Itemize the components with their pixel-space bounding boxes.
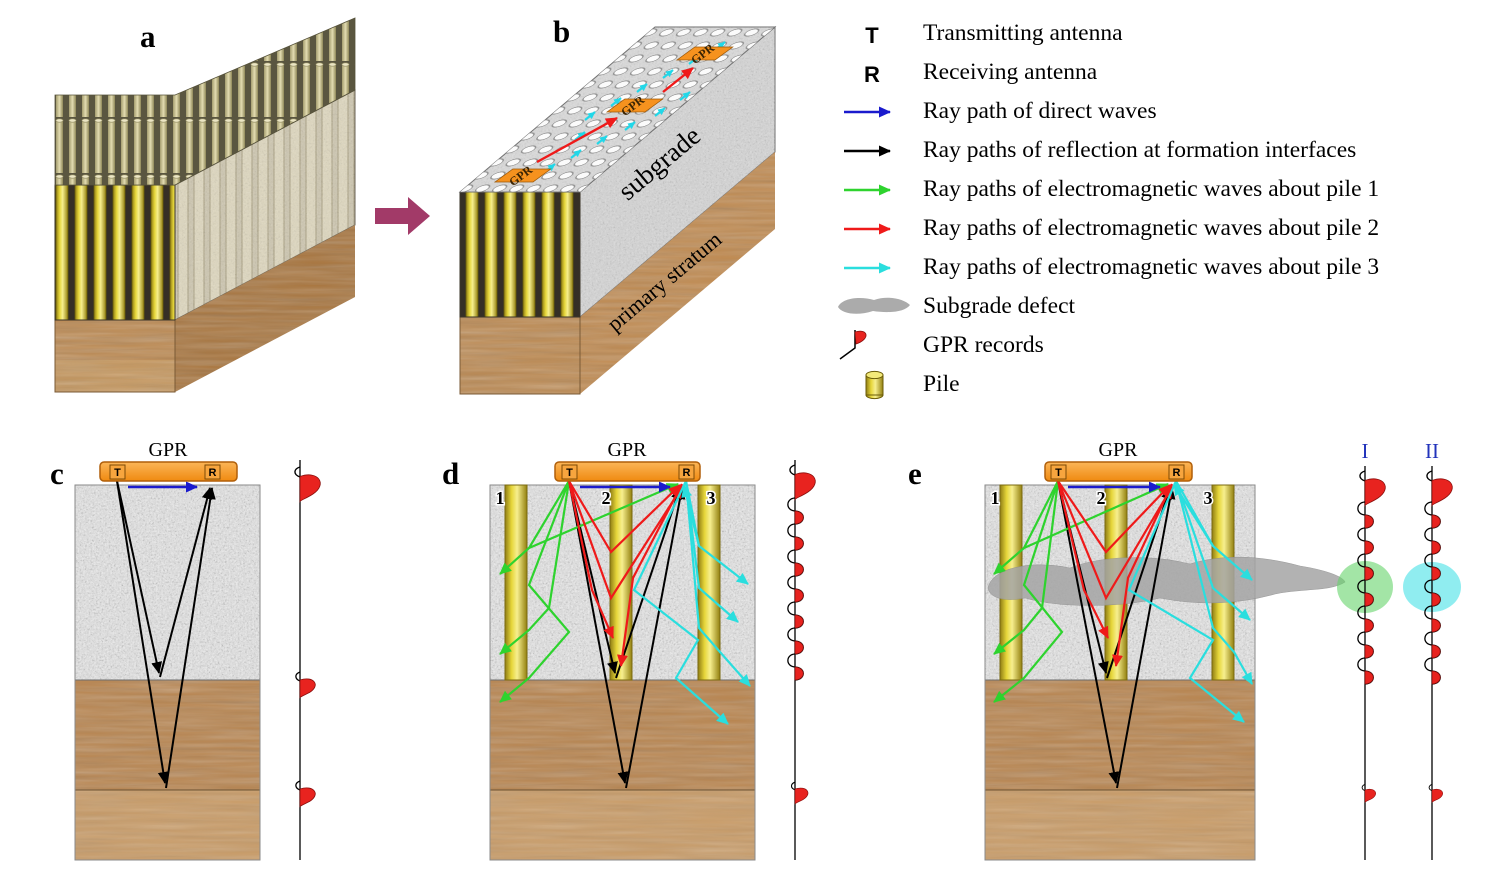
legend-row-subgrade-defect: Subgrade defect: [828, 287, 1496, 326]
block-a-base: [54, 225, 355, 393]
red-arrow-icon: [844, 223, 891, 234]
pile2-rays: [1056, 480, 1173, 667]
blue-arrow-icon: [844, 106, 891, 117]
gpr-device: GPR T R: [99, 440, 238, 482]
pile1-rays: [499, 480, 679, 703]
transmitter-label: T: [566, 467, 573, 479]
reflection-rays: [116, 480, 216, 789]
r-symbol: R: [864, 62, 880, 87]
panel-c: c GPR T R: [50, 440, 321, 861]
legend-row-reflection: Ray paths of reflection at formation int…: [828, 131, 1496, 170]
pile-1-number: 1: [496, 488, 505, 508]
transmitter-box: [561, 464, 578, 480]
pile-cylinder-icon: [865, 370, 884, 399]
black-arrow-icon: [844, 145, 891, 156]
pile3-rays: [632, 480, 751, 725]
panel-a-label: a: [140, 19, 156, 54]
legend-row-pile: Pile: [828, 365, 1496, 404]
waveform-trace: [294, 460, 321, 860]
legend-row-transmitting-antenna: T Transmitting antenna: [828, 14, 1496, 53]
transmitter-box: [1050, 464, 1067, 480]
transmitter-box: [109, 464, 126, 480]
waveform-trace: [787, 460, 816, 860]
panel-a: a: [54, 17, 356, 393]
pile-2-number: 2: [1097, 488, 1106, 508]
pile2-rays: [567, 480, 683, 667]
panel-c-label: c: [50, 456, 64, 491]
legend-label: Transmitting antenna: [923, 20, 1123, 46]
legend-label: GPR records: [923, 332, 1044, 358]
gpr-device-title: GPR: [608, 440, 648, 461]
receiver-box: [1168, 464, 1185, 480]
transmitting-antenna-symbol: T: [865, 23, 879, 48]
legend-label: Ray paths of electromagnetic waves about…: [923, 176, 1380, 202]
legend-row-pile2-rays: Ray paths of electromagnetic waves about…: [828, 209, 1496, 248]
piles: 1 2 3: [494, 484, 721, 681]
waveform-trace-2: II: [1403, 440, 1461, 860]
pile-3-number: 3: [1204, 488, 1213, 508]
panel-b: b subgrade primary stratum: [458, 14, 777, 395]
receiver-label: R: [683, 467, 691, 479]
legend: T Transmitting antenna R Receiving anten…: [828, 14, 1496, 404]
receiving-antenna-symbol: R: [864, 62, 880, 87]
right-arrow-icon: [375, 197, 430, 235]
panel-d: d 1 2 3: [442, 440, 816, 861]
section-c: [74, 484, 261, 861]
transmitter-label: T: [114, 467, 121, 479]
receiver-box: [204, 464, 221, 480]
legend-label: Pile: [923, 371, 960, 397]
block-b-front-piles-face: [459, 191, 581, 318]
pile-3-number: 3: [707, 488, 716, 508]
legend-label: Subgrade defect: [923, 293, 1076, 319]
legend-row-direct-waves: Ray path of direct waves: [828, 92, 1496, 131]
trace-1-label: I: [1362, 440, 1369, 463]
transmitter-label: T: [1055, 467, 1062, 479]
gpr-device: GPR T R: [554, 440, 701, 482]
legend-label: Ray path of direct waves: [923, 98, 1157, 124]
panel-e-label: e: [908, 456, 922, 491]
legend-label: Ray paths of electromagnetic waves about…: [923, 215, 1380, 241]
legend-row-receiving-antenna: R Receiving antenna: [828, 53, 1496, 92]
block-a-front-piles-face: [54, 184, 176, 321]
gpr-device: GPR T R: [1044, 440, 1193, 482]
block-a-pile-forest: [54, 17, 356, 186]
subgrade-defect-blob-icon: [838, 297, 910, 314]
pile-2-number: 2: [602, 488, 611, 508]
gpr-device-title: GPR: [1099, 440, 1139, 461]
pile1-rays: [993, 480, 1169, 703]
receiver-label: R: [209, 467, 217, 479]
transform-arrow: [375, 197, 430, 235]
gpr-record-glyph-icon: [839, 329, 867, 360]
trace-2-label: II: [1425, 440, 1439, 463]
pile-3: [697, 484, 721, 681]
cyan-arrow-icon: [844, 262, 891, 273]
panel-e: e 1 2 3: [908, 440, 1461, 861]
panel-d-label: d: [442, 456, 459, 491]
pile3-rays: [1127, 480, 1253, 723]
survey-line-arrows: [536, 67, 694, 164]
pile-1: [504, 484, 528, 681]
green-arrow-icon: [844, 184, 891, 195]
panel-b-label: b: [553, 14, 570, 49]
legend-row-pile3-rays: Ray paths of electromagnetic waves about…: [828, 248, 1496, 287]
t-symbol: T: [865, 23, 879, 48]
legend-row-gpr-records: GPR records: [828, 326, 1496, 365]
receiver-label: R: [1173, 467, 1181, 479]
pile-1-number: 1: [991, 488, 1000, 508]
legend-label: Ray paths of reflection at formation int…: [923, 137, 1357, 163]
legend-label: Receiving antenna: [923, 59, 1098, 85]
waveform-trace-1: I: [1337, 440, 1393, 860]
gpr-device-title: GPR: [149, 440, 189, 461]
receiver-box: [678, 464, 695, 480]
legend-label: Ray paths of electromagnetic waves about…: [923, 254, 1380, 280]
legend-row-pile1-rays: Ray paths of electromagnetic waves about…: [828, 170, 1496, 209]
